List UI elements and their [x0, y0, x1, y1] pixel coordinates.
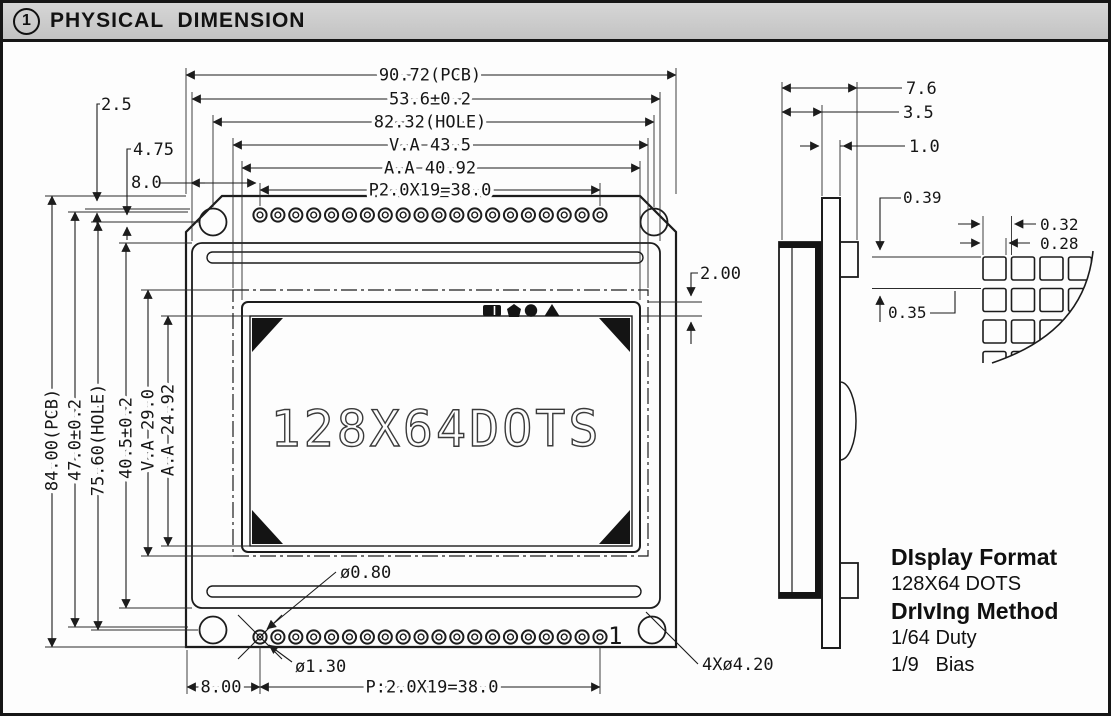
section-header: 1 PHYSICAL DIMENSION	[3, 3, 1108, 42]
info-panel: DIsplay Format 128X64 DOTS DrIvIng Metho…	[891, 544, 1058, 679]
dim-dot-pitch-h: 0.32	[1040, 215, 1079, 234]
triangle-icon	[544, 304, 560, 316]
dim-dot-height: 0.35	[888, 303, 927, 322]
callout-mount-holes: 4Xø4.20	[702, 655, 774, 675]
dim-pcb-thickness: 1.0	[909, 137, 940, 157]
dim-va-width: V.A 43.5	[389, 136, 471, 156]
dim-dot-width: 0.28	[1040, 234, 1079, 253]
bezel-slot-bottom	[206, 585, 642, 598]
callout-8-0: 8.0	[131, 173, 162, 193]
dim-va-height: V.A 29.0	[139, 389, 159, 471]
pentagon-icon	[507, 304, 521, 317]
component-bump	[839, 381, 857, 461]
dot-icon	[524, 304, 538, 317]
pin-header-top-side	[839, 241, 859, 278]
dim-pin-pitch-bottom: P:2.0X19=38.0	[365, 678, 498, 698]
top-left-callouts: 2.5 4.75 8.0	[85, 92, 257, 240]
pin-rows	[252, 207, 608, 645]
duty-value: 1/64 Duty	[891, 627, 977, 649]
corner-curve	[991, 250, 1094, 364]
mounting-holes	[198, 207, 669, 645]
pcb-side	[821, 197, 841, 649]
dim-pcb-width: 90.72(PCB)	[379, 66, 481, 86]
driving-method-heading: DrIvIng Method	[891, 598, 1059, 624]
front-view: 128X64DOTS 1	[184, 194, 678, 660]
pin-header-bottom-side	[839, 562, 859, 599]
icon-row-callout: 2.00	[640, 261, 744, 344]
dim-hole-span-v: 75.60(HOLE)	[89, 384, 109, 497]
dim-pin-offset: 8.00	[201, 678, 242, 698]
callout-2-5: 2.5	[101, 95, 132, 115]
display-glass	[249, 315, 633, 547]
dim-frame-height: 40.5±0.2	[117, 397, 137, 479]
bezel-opening	[241, 301, 641, 553]
battery-icon	[483, 305, 501, 316]
front-top-dimensions: 90.72(PCB) 53.6±0.2 82.32(HOLE) V.A 43.5…	[185, 62, 677, 300]
front-left-dimensions: 84.00(PCB) 47.0±0.2 75.60(HOLE) 40.5±0.2…	[39, 195, 250, 648]
callout-pad-ring: ø1.30	[295, 657, 346, 677]
dim-depth-lcd: 3.5	[903, 103, 934, 123]
callout-pad-hole: ø0.80	[340, 563, 391, 583]
dim-depth-total: 7.6	[906, 79, 937, 99]
dim-bezel-width: 53.6±0.2	[389, 90, 471, 110]
indicator-icons	[483, 304, 560, 317]
side-view: 7.6 3.5 1.0	[778, 76, 943, 649]
dim-pin-pitch-top: P2.0X19=38.0	[369, 181, 492, 201]
bezel-frame	[191, 242, 661, 609]
dim-hole-span: 82.32(HOLE)	[374, 113, 487, 133]
dot-detail: 0.39 0.35 0.32 0.28	[872, 185, 1094, 364]
dimension-drawing: 128X64DOTS 1 90.72(PCB)	[39, 62, 1094, 701]
bottom-callouts: 8.00 P:2.0X19=38.0 ø0.80 ø1.30 4Xø4.20	[186, 560, 777, 701]
dim-pcb-height: 84.00(PCB)	[43, 389, 63, 491]
dim-aa-width: A.A 40.92	[384, 159, 476, 179]
callout-4-75: 4.75	[133, 140, 174, 160]
viewing-area-outline	[232, 289, 649, 557]
corner-wedges	[252, 318, 630, 544]
display-format-value: 128X64 DOTS	[891, 573, 1022, 595]
display-format-heading: DIsplay Format	[891, 544, 1058, 570]
section-number-badge: 1	[13, 7, 40, 35]
callout-2-00: 2.00	[700, 264, 741, 284]
section-title: PHYSICAL DIMENSION	[50, 9, 306, 32]
dim-dot-pitch-v: 0.39	[903, 188, 942, 207]
pin1-number: 1	[608, 622, 622, 650]
dim-bezel-height: 47.0±0.2	[66, 399, 86, 481]
bezel-slot-top	[206, 251, 644, 264]
screen-text: 128X64DOTS	[270, 400, 601, 458]
dim-aa-height: A.A 24.92	[159, 384, 179, 476]
dot-grid	[982, 256, 1093, 363]
bias-value: 1/9 Bias	[891, 654, 975, 676]
